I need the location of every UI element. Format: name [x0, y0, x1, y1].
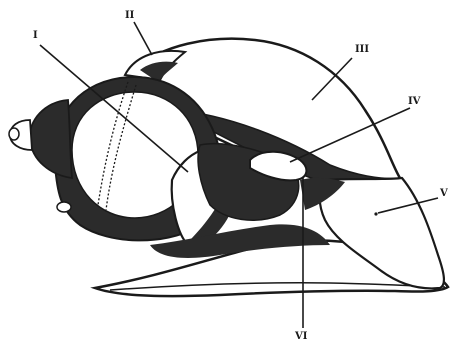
label-iii: III: [355, 44, 369, 55]
small-knob: [57, 202, 71, 212]
shell-spire: [30, 100, 72, 178]
label-v: V: [439, 188, 448, 199]
eye-dot: [374, 212, 377, 215]
label-ii: II: [125, 10, 135, 21]
label-iv: IV: [408, 96, 421, 107]
leader-line-ii: [134, 22, 152, 55]
shell-apex-tip: [9, 128, 19, 140]
label-vi: VI: [294, 331, 308, 341]
label-i: I: [33, 30, 38, 41]
